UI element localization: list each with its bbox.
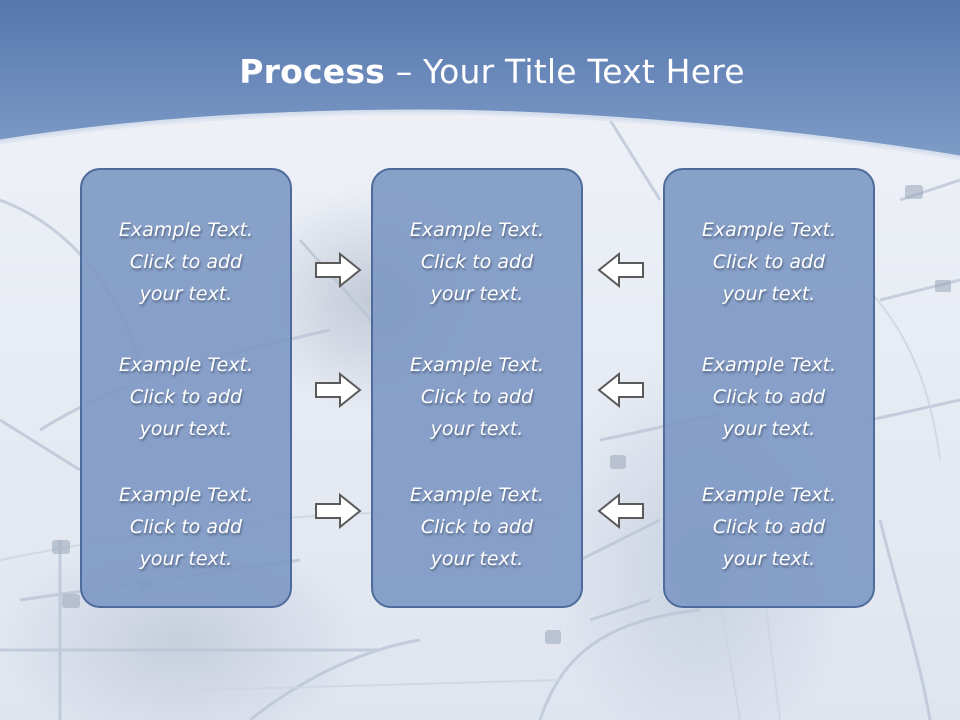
item-line: your text. <box>139 418 233 440</box>
item-line: your text. <box>722 283 816 305</box>
item-line: your text. <box>139 548 233 570</box>
process-box-middle[interactable]: Example Text. Click to add your text. Ex… <box>371 168 583 608</box>
item-line: Click to add <box>129 516 243 538</box>
item-line: Example Text. <box>409 484 545 506</box>
item-line: Example Text. <box>701 219 837 241</box>
header-band <box>0 0 960 160</box>
item-line: Click to add <box>420 516 534 538</box>
item-line: Example Text. <box>118 354 254 376</box>
item-line: Click to add <box>129 251 243 273</box>
item-line: Click to add <box>712 516 826 538</box>
item-line: your text. <box>430 548 524 570</box>
left-arrow-icon <box>597 252 644 288</box>
right-arrow-icon <box>315 252 362 288</box>
title-rest: – Your Title Text Here <box>385 52 745 91</box>
process-item[interactable]: Example Text. Click to add your text. <box>82 479 290 575</box>
process-box-right[interactable]: Example Text. Click to add your text. Ex… <box>663 168 875 608</box>
process-item[interactable]: Example Text. Click to add your text. <box>665 214 873 310</box>
item-line: your text. <box>722 548 816 570</box>
process-item[interactable]: Example Text. Click to add your text. <box>82 214 290 310</box>
item-line: Click to add <box>420 251 534 273</box>
item-line: Click to add <box>420 386 534 408</box>
item-line: your text. <box>430 418 524 440</box>
left-arrow-icon <box>597 493 644 529</box>
slide-title[interactable]: Process – Your Title Text Here <box>0 52 960 91</box>
left-arrow-icon <box>597 372 644 408</box>
process-box-left[interactable]: Example Text. Click to add your text. Ex… <box>80 168 292 608</box>
item-line: Example Text. <box>118 219 254 241</box>
right-arrow-icon <box>315 372 362 408</box>
process-item[interactable]: Example Text. Click to add your text. <box>373 214 581 310</box>
item-line: Example Text. <box>701 354 837 376</box>
item-line: your text. <box>430 283 524 305</box>
title-bold-word: Process <box>239 52 386 91</box>
process-item[interactable]: Example Text. Click to add your text. <box>665 349 873 445</box>
item-line: your text. <box>722 418 816 440</box>
item-line: Example Text. <box>118 484 254 506</box>
item-line: Example Text. <box>701 484 837 506</box>
right-arrow-icon <box>315 493 362 529</box>
process-item[interactable]: Example Text. Click to add your text. <box>82 349 290 445</box>
item-line: Example Text. <box>409 219 545 241</box>
item-line: Click to add <box>712 251 826 273</box>
item-line: Click to add <box>712 386 826 408</box>
item-line: Click to add <box>129 386 243 408</box>
item-line: Example Text. <box>409 354 545 376</box>
item-line: your text. <box>139 283 233 305</box>
process-item[interactable]: Example Text. Click to add your text. <box>373 349 581 445</box>
process-item[interactable]: Example Text. Click to add your text. <box>665 479 873 575</box>
process-item[interactable]: Example Text. Click to add your text. <box>373 479 581 575</box>
